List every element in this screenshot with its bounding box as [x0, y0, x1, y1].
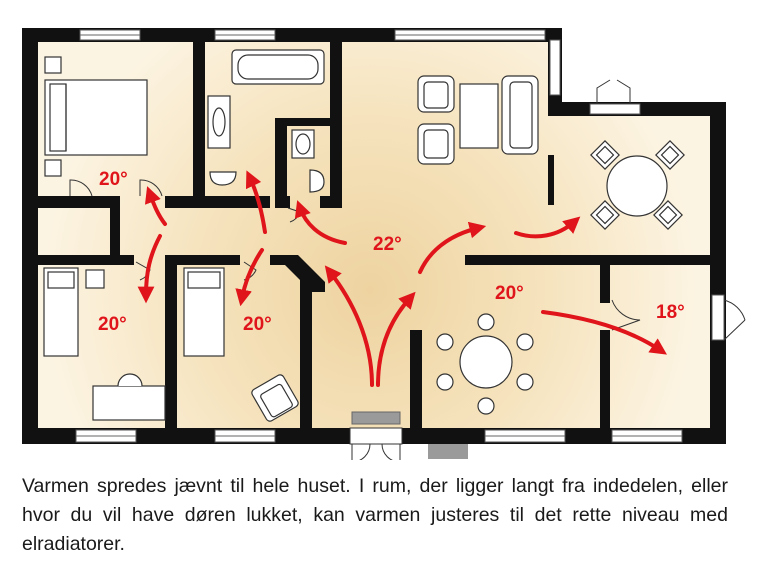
- entrance-door-icon: [349, 427, 403, 460]
- dining-table-icon: [590, 140, 685, 230]
- bed-icon: [44, 79, 148, 156]
- bathtub-icon: [231, 49, 325, 85]
- sink-icon: [207, 95, 231, 149]
- temperature-label-small-room: 18°: [656, 302, 685, 323]
- caption-text: Varmen spredes jævnt til hele huset. I r…: [22, 475, 728, 555]
- bed-icon: [43, 267, 225, 357]
- nightstand-icon: [44, 56, 62, 74]
- temperature-label-bedroom-top: 20°: [99, 169, 128, 190]
- nightstand-icon: [85, 269, 105, 289]
- radiator-icon: [428, 444, 468, 459]
- nightstand-icon: [44, 159, 62, 177]
- armchair-icon: [251, 374, 299, 422]
- dining-table-icon: [436, 313, 534, 415]
- floor-plan: [22, 28, 746, 460]
- desk-icon: [92, 373, 166, 421]
- heat-arrow-icon: [137, 170, 667, 387]
- window-lines: [76, 34, 682, 437]
- toilet-icon: [209, 129, 325, 193]
- stove-icon: [351, 411, 401, 425]
- temperature-label-bedroom-middle: 20°: [243, 314, 272, 335]
- sofa-icon: [417, 75, 539, 165]
- temperature-label-dining: 20°: [495, 283, 524, 304]
- door-icon: [69, 79, 746, 341]
- temperature-label-bedroom-left: 20°: [98, 314, 127, 335]
- temperature-label-hall: 22°: [373, 234, 402, 255]
